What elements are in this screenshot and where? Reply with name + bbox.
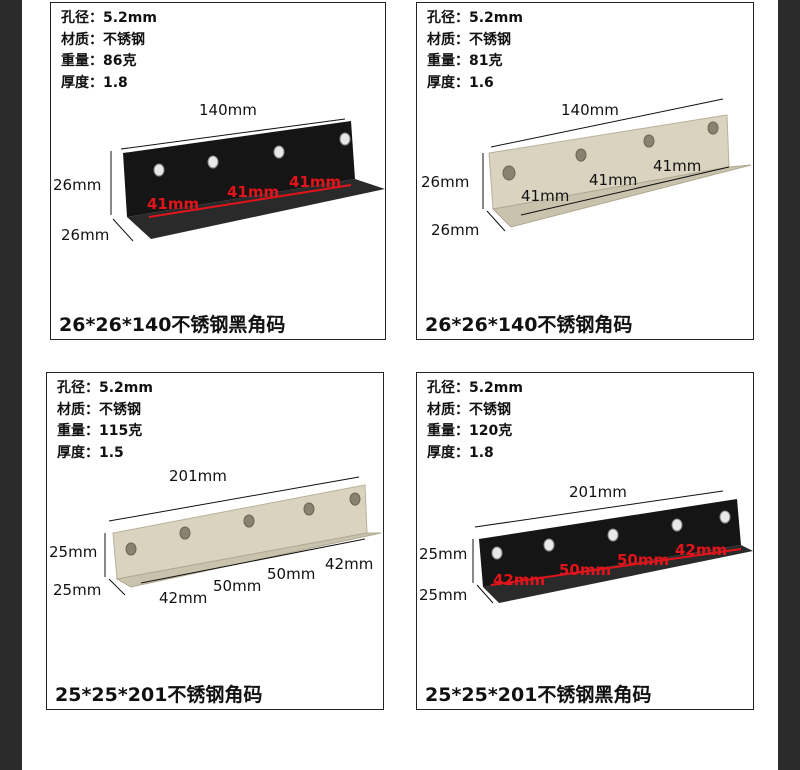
height-label: 25mm <box>419 545 468 563</box>
spec-thickness: 厚度：1.8 <box>427 444 494 461</box>
hole <box>349 492 361 506</box>
hole <box>243 514 255 528</box>
hole <box>671 518 683 532</box>
spec-material: 材质：不锈钢 <box>427 401 511 418</box>
spec-hole: 孔径：5.2mm <box>61 10 157 26</box>
depth-dimension-line <box>486 210 506 232</box>
spacing-label: 41mm <box>589 171 637 189</box>
product-card-silver-201: 孔径：5.2mm 材质：不锈钢 重量：115克 厚度：1.5 42mm 50mm… <box>46 372 384 710</box>
spacing-line <box>140 538 366 584</box>
spec-hole: 孔径：5.2mm <box>427 10 523 26</box>
bracket-bottom-plate <box>483 545 753 603</box>
depth-dimension-line <box>112 218 134 242</box>
length-dimension-line <box>474 490 724 528</box>
spec-weight: 重量：120克 <box>427 423 513 439</box>
hole <box>207 155 219 169</box>
hole <box>707 121 719 135</box>
length-dimension-line <box>108 476 360 522</box>
spacing-label: 41mm <box>147 195 199 213</box>
spec-material: 材质：不锈钢 <box>61 31 145 48</box>
hole <box>153 163 165 177</box>
spacing-line <box>520 166 730 216</box>
height-label: 26mm <box>53 176 102 194</box>
depth-label: 25mm <box>419 586 468 604</box>
product-caption: 26*26*140不锈钢角码 <box>425 314 633 336</box>
length-label: 140mm <box>561 101 619 119</box>
spec-list: 孔径：5.2mm 材质：不锈钢 重量：81克 厚度：1.6 <box>427 8 523 94</box>
length-label: 201mm <box>169 467 227 485</box>
spec-hole: 孔径：5.2mm <box>427 380 523 396</box>
spec-weight: 重量：81克 <box>427 53 503 69</box>
height-label: 25mm <box>49 543 98 561</box>
hole <box>179 526 191 540</box>
spec-list: 孔径：5.2mm 材质：不锈钢 重量：115克 厚度：1.5 <box>57 378 153 464</box>
bracket-holes <box>491 510 731 560</box>
spacing-label: 41mm <box>653 157 701 175</box>
bracket-bottom-plate <box>127 179 385 239</box>
spec-material: 材质：不锈钢 <box>57 401 141 418</box>
hole <box>491 546 503 560</box>
spacing-label: 41mm <box>521 187 569 205</box>
spacing-line <box>490 548 742 586</box>
length-label: 201mm <box>569 483 627 501</box>
hole <box>303 502 315 516</box>
hole <box>273 145 285 159</box>
bracket-holes <box>125 492 361 556</box>
hole <box>643 134 655 148</box>
spec-list: 孔径：5.2mm 材质：不锈钢 重量：120克 厚度：1.8 <box>427 378 523 464</box>
spec-thickness: 厚度：1.8 <box>61 74 128 91</box>
spec-thickness: 厚度：1.5 <box>57 444 124 461</box>
bracket-back-plate <box>123 121 355 217</box>
hole <box>502 165 516 181</box>
bracket-illustration: 41mm 41mm 41mm <box>482 98 752 232</box>
product-caption: 25*25*201不锈钢角码 <box>55 684 263 706</box>
spacing-label: 41mm <box>289 173 341 191</box>
spacing-label: 50mm <box>267 565 315 583</box>
hole <box>339 132 351 146</box>
spacing-label: 42mm <box>675 541 727 559</box>
spec-list: 孔径：5.2mm 材质：不锈钢 重量：86克 厚度：1.8 <box>61 8 157 94</box>
bracket-illustration: 41mm 41mm 41mm <box>110 118 385 242</box>
spacing-label: 42mm <box>159 589 207 607</box>
product-card-black-201: 孔径：5.2mm 材质：不锈钢 重量：120克 厚度：1.8 42mm 50mm… <box>416 372 754 710</box>
length-dimension-line <box>120 118 346 150</box>
product-caption: 26*26*140不锈钢黑角码 <box>59 314 286 336</box>
depth-label: 26mm <box>431 221 480 239</box>
hole <box>607 528 619 542</box>
bracket-holes <box>153 132 351 177</box>
depth-dimension-line <box>476 584 494 604</box>
hole <box>719 510 731 524</box>
depth-label: 26mm <box>61 226 110 244</box>
bracket-illustration: 42mm 50mm 50mm 42mm <box>104 476 382 607</box>
spacing-label: 42mm <box>493 571 545 589</box>
length-dimension-line <box>490 98 724 148</box>
hole <box>125 542 137 556</box>
product-caption: 25*25*201不锈钢黑角码 <box>425 684 652 706</box>
bracket-bottom-plate <box>115 532 382 588</box>
depth-label: 25mm <box>53 581 102 599</box>
bracket-holes <box>502 121 719 181</box>
spec-hole: 孔径：5.2mm <box>57 380 153 396</box>
bracket-illustration: 42mm 50mm 50mm 42mm <box>472 490 753 604</box>
hole <box>543 538 555 552</box>
spec-material: 材质：不锈钢 <box>427 31 511 48</box>
spacing-label: 50mm <box>213 577 261 595</box>
depth-dimension-line <box>108 578 126 596</box>
spacing-label: 41mm <box>227 183 279 201</box>
product-card-silver-140: 孔径：5.2mm 材质：不锈钢 重量：81克 厚度：1.6 41mm 41mm … <box>416 2 754 340</box>
bracket-bottom-plate <box>491 164 752 228</box>
spacing-label: 50mm <box>617 551 669 569</box>
hole <box>575 148 587 162</box>
spec-weight: 重量：115克 <box>57 423 143 439</box>
spec-weight: 重量：86克 <box>61 53 137 69</box>
length-label: 140mm <box>199 101 257 119</box>
spec-thickness: 厚度：1.6 <box>427 74 494 91</box>
product-card-black-140: 孔径：5.2mm 材质：不锈钢 重量：86克 厚度：1.8 41mm 41mm … <box>50 2 386 340</box>
spacing-line <box>148 184 352 218</box>
spacing-label: 42mm <box>325 555 373 573</box>
spacing-label: 50mm <box>559 561 611 579</box>
height-label: 26mm <box>421 173 470 191</box>
